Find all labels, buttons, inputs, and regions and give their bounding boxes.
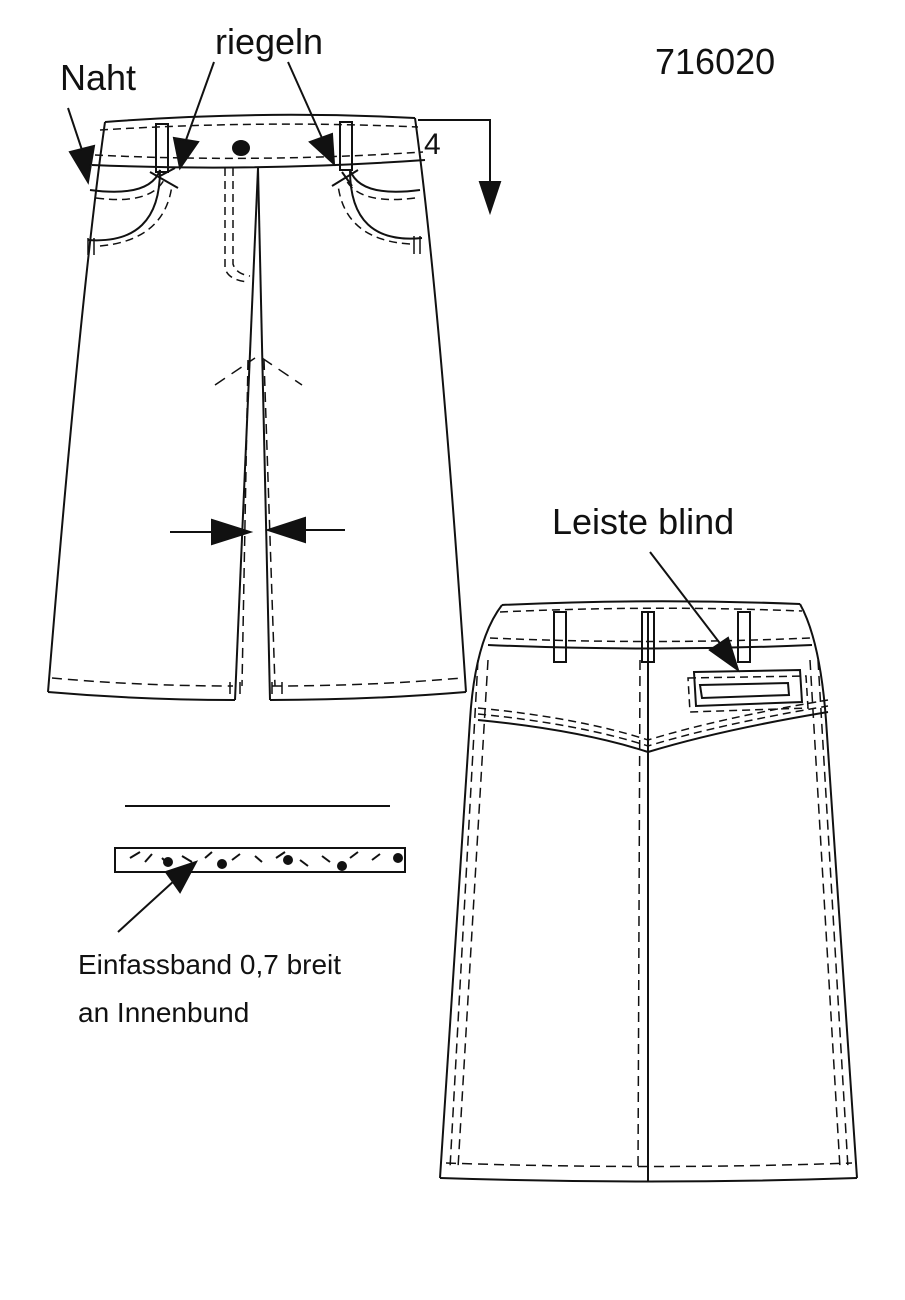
label-dimension: 4 (424, 128, 441, 161)
label-binding-line1: Einfassband 0,7 breit (78, 949, 341, 980)
leader-arrow-welt (649, 551, 740, 673)
binding-detail (114, 805, 406, 933)
skirt-back-view (439, 600, 858, 1183)
style-number: 716020 (655, 41, 775, 82)
skirt-front-view (47, 113, 467, 701)
label-leiste-blind: Leiste blind (552, 501, 734, 542)
label-binding-line2: an Innenbund (78, 997, 249, 1028)
leader-arrows-front (67, 61, 336, 185)
label-naht: Naht (60, 57, 136, 98)
dimension-arrow (418, 119, 502, 216)
slit-width-arrows (170, 516, 345, 546)
label-riegeln: riegeln (215, 21, 323, 62)
